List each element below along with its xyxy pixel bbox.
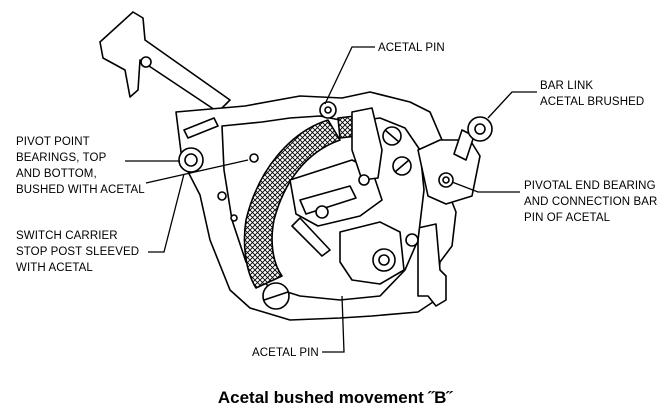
mechanism-drawing (99, 11, 537, 353)
pivot-strap (183, 117, 219, 139)
center-column (351, 107, 383, 181)
leader-acetal-pin-bottom (322, 295, 345, 353)
leader-pivotal-end (451, 181, 520, 193)
contact-arm (291, 217, 331, 257)
label-acetal-pin-top: ACETAL PIN (378, 42, 445, 54)
inner-lever (299, 185, 357, 215)
label-bar-link: BAR LINK ACETAL BRUSHED (540, 80, 645, 108)
figure-caption: Acetal bushed movement ˝B˝ (217, 388, 453, 407)
connection-block (417, 223, 447, 307)
bar-link (417, 139, 481, 205)
label-switch-carrier: SWITCH CARRIER STOP POST SLEEVED WITH AC… (16, 230, 140, 274)
label-acetal-pin-bottom: ACETAL PIN (252, 347, 319, 359)
leader-pivot-b (145, 159, 249, 184)
pin-center (358, 174, 370, 186)
label-pivotal-end-bearing: PIVOTAL END BEARING AND CONNECTION BAR P… (524, 180, 658, 224)
mounting-bracket (99, 11, 231, 113)
label-pivot-point: PIVOT POINT BEARINGS, TOP AND BOTTOM, BU… (16, 136, 145, 196)
bracket-hole (140, 56, 152, 68)
pin-upper (315, 205, 329, 219)
arc-segment (243, 119, 341, 289)
lower-block (339, 221, 405, 285)
stop-post (249, 153, 259, 163)
leader-acetal-pin-top (324, 46, 375, 105)
pin-lower (405, 233, 419, 247)
leader-switch-carrier (148, 173, 185, 253)
leader-bar-link (487, 91, 537, 119)
